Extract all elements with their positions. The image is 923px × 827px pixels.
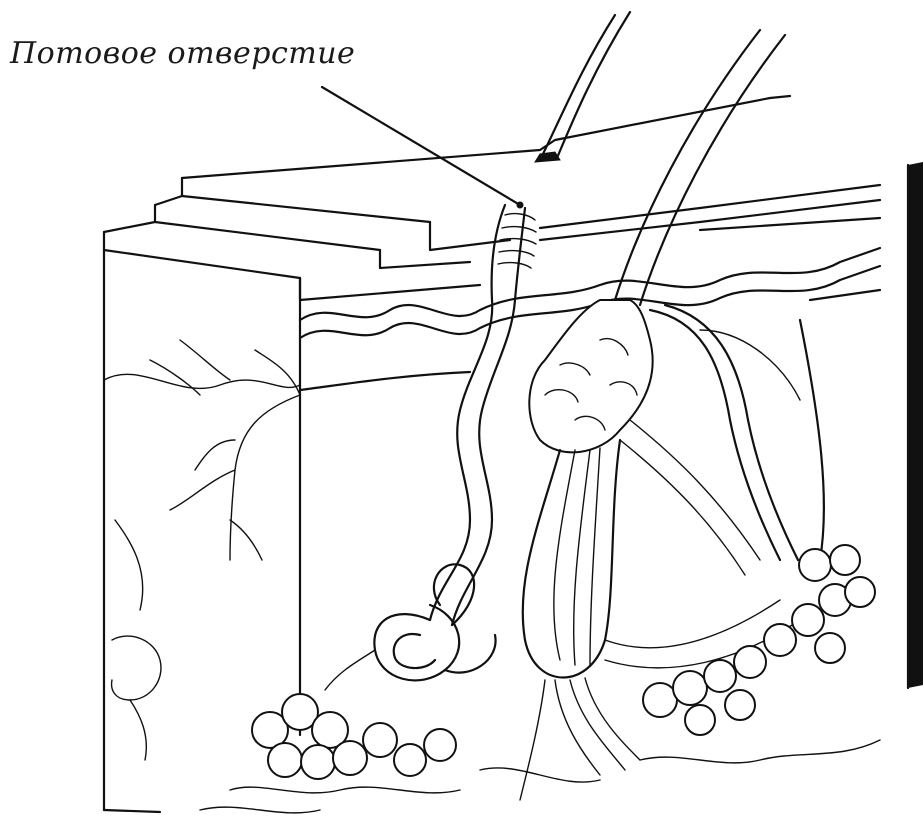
nerve-branches	[150, 340, 300, 560]
fat-cells-left	[112, 520, 161, 760]
callout-leader-line	[322, 87, 520, 205]
sweat-gland	[325, 205, 536, 690]
right-edge-panel	[908, 162, 923, 688]
sweat-pore	[517, 202, 523, 208]
connective-tissue	[200, 740, 880, 813]
fat-cells-bottom	[252, 545, 875, 779]
hair-shafts	[535, 12, 785, 305]
skin-block	[104, 96, 880, 812]
hair-follicle	[520, 300, 653, 800]
